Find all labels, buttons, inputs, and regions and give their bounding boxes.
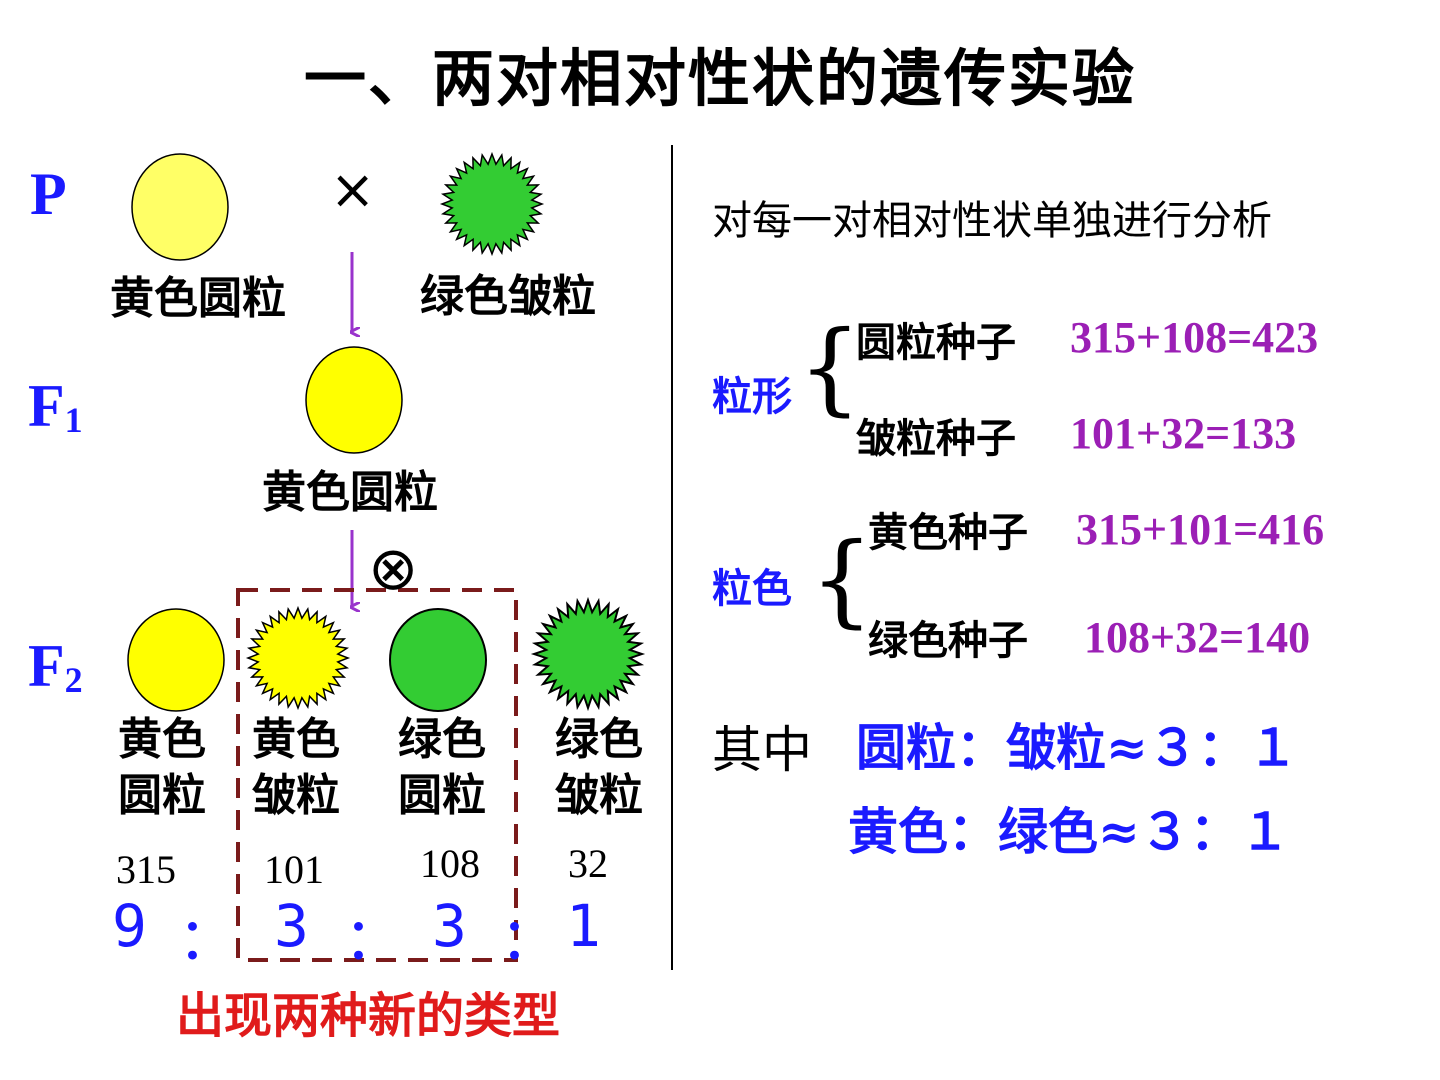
shape-group-brace: {: [798, 309, 862, 426]
color-group-brace: {: [810, 521, 874, 638]
ratio-value-1: 9: [112, 892, 147, 960]
yellow-seed-sum: 315+101=416: [1076, 505, 1325, 554]
shape-group-label: 粒形: [712, 373, 792, 420]
new-types-dashed-box: [236, 588, 518, 962]
slide-title: 一、两对相对性状的遗传实验: [303, 42, 1136, 115]
self-cross-symbol: ⊗: [368, 534, 419, 604]
shape-ratio-conclusion: 圆粒：皱粒≈３：１: [856, 718, 1298, 777]
ratio-value-4: 1: [566, 892, 601, 960]
f1-yellow-round-seed: [305, 346, 403, 454]
yellow-seed-label: 黄色种子: [868, 509, 1028, 556]
generation-f2-label: F2: [28, 633, 83, 700]
p-yellow-round-seed: [131, 153, 229, 261]
f2-type-4-label: 绿色皱粒: [555, 714, 643, 821]
new-types-note: 出现两种新的类型: [176, 988, 561, 1044]
p-left-label: 黄色圆粒: [110, 273, 286, 324]
generation-f1-label: F1: [28, 373, 83, 440]
p-right-label: 绿色皱粒: [420, 271, 596, 322]
generation-p-label: P: [30, 161, 67, 227]
f2-count-2: 101: [264, 847, 324, 892]
f2-count-4: 32: [568, 841, 608, 886]
f1-label: 黄色圆粒: [262, 467, 438, 518]
f2-count-3: 108: [420, 841, 480, 886]
analysis-heading: 对每一对相对性状单独进行分析: [712, 198, 1272, 244]
ratio-value-3: 3: [432, 892, 467, 960]
wrinkled-seed-sum: 101+32=133: [1070, 409, 1297, 458]
f2-green-wrinkled-seed: [530, 596, 646, 712]
cross-symbol: ×: [330, 158, 376, 221]
f2-type-1-label: 黄色圆粒: [118, 714, 206, 821]
round-seed-label: 圆粒种子: [856, 319, 1016, 366]
ratio-sep-1: ：: [178, 905, 237, 973]
f2-type-3-label: 绿色圆粒: [398, 714, 486, 821]
f2-type-2-label: 黄色皱粒: [252, 714, 340, 821]
wrinkled-seed-label: 皱粒种子: [856, 415, 1016, 462]
f2-yellow-round-seed: [127, 608, 225, 712]
green-seed-sum: 108+32=140: [1084, 613, 1311, 662]
ratio-sep-3: ：: [500, 905, 559, 973]
color-ratio-conclusion: 黄色：绿色≈３：１: [848, 802, 1290, 861]
f2-count-1: 315: [116, 847, 176, 892]
p-green-wrinkled-seed: [439, 151, 545, 257]
f2-yellow-wrinkled-seed: [245, 605, 351, 711]
ratio-value-2: 3: [274, 892, 309, 960]
color-group-label: 粒色: [712, 565, 792, 612]
ratio-sep-2: ：: [344, 905, 403, 973]
f2-green-round-seed: [389, 608, 487, 712]
green-seed-label: 绿色种子: [868, 617, 1028, 664]
round-seed-sum: 315+108=423: [1070, 313, 1319, 362]
conclusion-prefix: 其中: [712, 721, 812, 779]
